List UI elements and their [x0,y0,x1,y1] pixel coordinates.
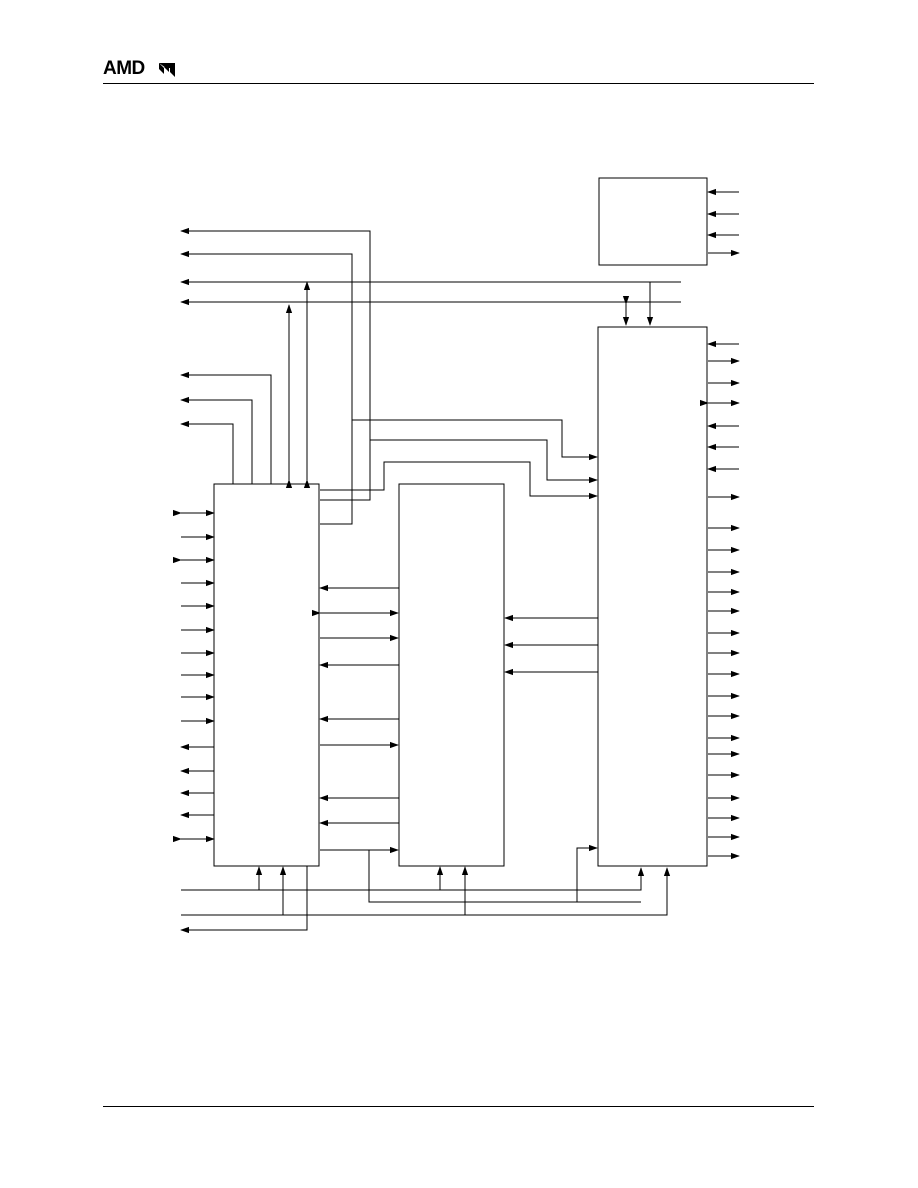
signal-line-16 [352,419,598,461]
signal-line-72 [181,867,671,916]
signal-line-73 [180,866,308,934]
signal-line-18 [320,461,598,500]
amd-logo: AMD [103,58,183,80]
logo-text: AMD [103,58,145,79]
block-middle [398,483,505,867]
amd-arrow-logo-icon [159,63,175,77]
signal-line-11 [180,371,272,484]
signal-line-5 [180,227,371,501]
block-top-right [598,177,708,266]
header-rule [103,83,814,84]
block-right [597,326,708,867]
block-left [213,483,320,867]
footer-rule [103,1106,814,1107]
signal-line-78 [368,844,598,903]
signal-line-71 [181,867,645,891]
signal-line-6 [180,250,353,525]
signal-line-17 [370,439,598,484]
signal-line-12 [180,396,253,484]
signal-line-13 [180,420,234,484]
